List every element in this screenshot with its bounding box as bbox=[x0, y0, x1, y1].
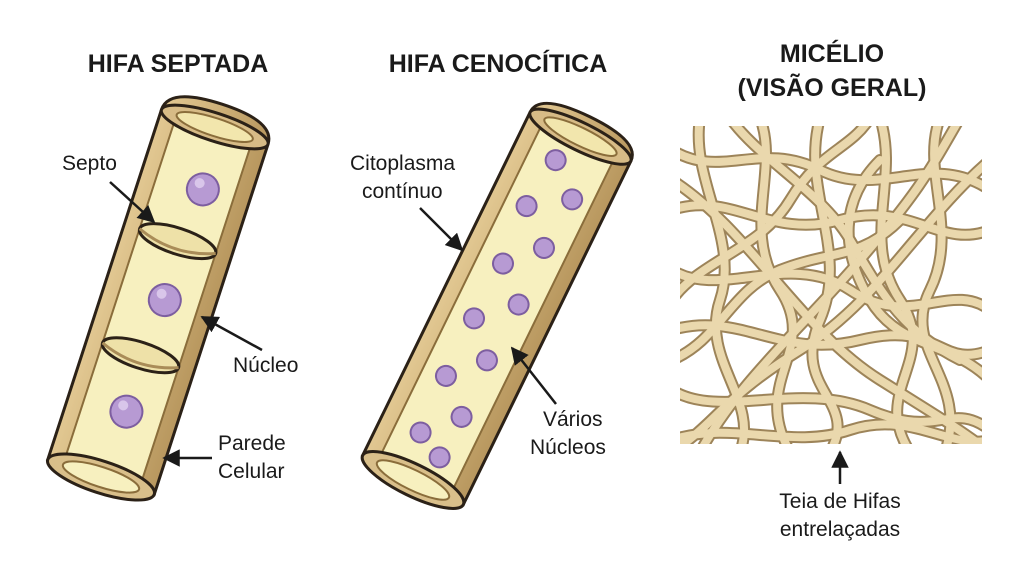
cytoplasm-label-line2: contínuo bbox=[362, 180, 443, 203]
nucleus-arrow bbox=[200, 315, 263, 352]
hypha-strand bbox=[680, 216, 904, 361]
hypha-strand bbox=[918, 126, 955, 444]
septum-arrow bbox=[109, 181, 156, 224]
nucleus bbox=[434, 364, 457, 387]
mycelium-title-line2: (VISÃO GERAL) bbox=[738, 72, 927, 102]
mycelium-title-line1: MICÉLIO bbox=[780, 39, 884, 68]
hyphae-web bbox=[680, 126, 982, 444]
septum-disc bbox=[100, 336, 181, 375]
nucleus bbox=[532, 236, 555, 259]
coenocytic-title: HIFA CENOCÍTICA bbox=[389, 49, 608, 78]
hypha-strand bbox=[731, 126, 964, 364]
septum-label: Septo bbox=[62, 152, 117, 175]
nucleus bbox=[561, 188, 584, 211]
nucleus bbox=[409, 421, 432, 444]
wall-label-line1: Parede bbox=[218, 432, 286, 455]
septum-disc bbox=[137, 222, 218, 261]
hypha-strand bbox=[808, 126, 842, 444]
hypha-strand bbox=[680, 389, 982, 430]
nuclei-arrow bbox=[510, 346, 557, 405]
nucleus bbox=[428, 446, 451, 469]
nucleus bbox=[544, 149, 567, 172]
nucleus-label: Núcleo bbox=[233, 354, 298, 377]
mycelium-panel: MICÉLIO (VISÃO GERAL) Teia de Hifas entr… bbox=[680, 39, 982, 541]
coenocytic-hypha-panel: HIFA CENOCÍTICA Citoplasma contínuo Vári… bbox=[350, 49, 634, 510]
hypha-strand bbox=[877, 126, 917, 444]
nucleus bbox=[507, 293, 530, 316]
web-label-line1: Teia de Hifas bbox=[779, 490, 900, 513]
nucleus bbox=[475, 349, 498, 372]
cytoplasm-arrow bbox=[419, 207, 464, 252]
septate-hypha-panel: HIFA SEPTADA Se bbox=[45, 50, 298, 502]
hypha-strand bbox=[694, 126, 749, 444]
septate-hypha bbox=[45, 95, 271, 502]
nucleus bbox=[450, 405, 473, 428]
nuclei-label-line1: Vários bbox=[543, 408, 603, 431]
nucleus bbox=[147, 283, 182, 318]
cytoplasm-label-line1: Citoplasma bbox=[350, 152, 455, 175]
web-label-line2: entrelaçadas bbox=[780, 518, 900, 541]
nuclei-label-line2: Núcleos bbox=[530, 436, 606, 459]
hypha-strand bbox=[680, 180, 982, 444]
hypha-strand bbox=[680, 161, 982, 444]
wall-label-line2: Celular bbox=[218, 460, 285, 483]
nucleus bbox=[515, 195, 538, 218]
nucleus bbox=[463, 307, 486, 330]
coenocytic-hypha bbox=[360, 101, 634, 510]
nucleus bbox=[109, 394, 144, 429]
nucleus bbox=[185, 172, 220, 207]
hypha-strand bbox=[680, 126, 870, 297]
nucleus bbox=[491, 252, 514, 275]
septate-title: HIFA SEPTADA bbox=[88, 50, 269, 78]
